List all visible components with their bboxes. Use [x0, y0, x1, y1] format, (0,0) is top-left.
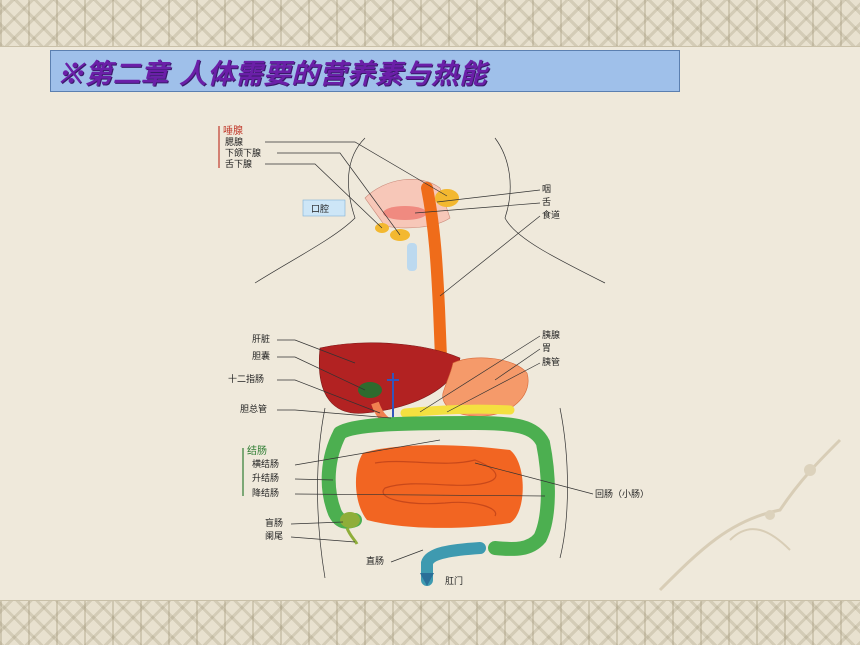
slide-title: ※第二章 人体需要的营养素与热能: [57, 58, 488, 90]
decorative-top-border: [0, 0, 860, 47]
label-appendix: 阑尾: [265, 530, 283, 542]
stomach-shape: [442, 357, 529, 417]
label-oral-cavity: 口腔: [311, 203, 329, 215]
colon-shape: [333, 415, 555, 556]
label-stomach: 胃: [542, 343, 551, 354]
leader-gallbladder: [277, 356, 366, 391]
leader-sublingual: [265, 163, 383, 229]
label-transverse-colon: 横结肠: [252, 458, 279, 470]
body-outline-left-lower: [317, 407, 326, 579]
leader-tongue: [414, 202, 541, 214]
label-rectum: 直肠: [366, 555, 384, 567]
label-duodenum: 十二指肠: [228, 373, 264, 385]
oral-cavity-box: [302, 199, 346, 217]
anus-shape: [420, 573, 434, 586]
label-cecum: 盲肠: [265, 517, 283, 529]
label-tongue: 舌: [542, 197, 551, 208]
label-esophagus: 食道: [542, 209, 560, 221]
pancreas-shape: [400, 404, 515, 418]
label-submandibular: 下颌下腺: [225, 147, 261, 159]
leader-pancreatic-duct: [446, 362, 541, 413]
body-outline-right-lower: [559, 407, 568, 559]
parotid-gland: [435, 189, 459, 207]
small-intestine-shape: [355, 445, 523, 528]
leader-esophagus: [439, 215, 541, 297]
leader-parotid: [265, 141, 448, 197]
label-parotid: 腮腺: [225, 136, 243, 148]
label-anus: 肛门: [445, 575, 463, 587]
label-colon: 结肠: [247, 444, 267, 457]
label-ileum: 回肠（小肠）: [595, 489, 649, 500]
label-sublingual: 舌下腺: [225, 158, 252, 170]
leader-transverse-colon: [294, 439, 441, 466]
body-outline-right: [494, 137, 606, 284]
leader-pancreas: [419, 335, 541, 413]
leader-duodenum: [277, 379, 381, 414]
leader-liver: [277, 339, 356, 364]
trachea: [407, 243, 417, 271]
leader-ascending-colon: [294, 478, 334, 481]
label-gallbladder: 胆囊: [252, 350, 270, 362]
label-pancreas: 胰腺: [542, 329, 560, 341]
ascending-colon-shape: [321, 426, 362, 529]
tongue-shape: [383, 206, 427, 220]
decorative-bottom-border: [0, 600, 860, 645]
liver-shape: [318, 342, 461, 414]
leader-stomach: [494, 348, 541, 381]
gallbladder-shape: [358, 382, 382, 398]
label-ascending-colon: 升结肠: [252, 472, 279, 484]
label-pharynx: 咽: [542, 184, 551, 195]
label-salivary: 唾腺: [223, 124, 243, 137]
leader-cecum: [290, 521, 344, 525]
slide-title-bar: ※第二章 人体需要的营养素与热能: [50, 50, 680, 92]
leader-submandibular: [277, 152, 401, 236]
label-pancreatic-duct: 胰管: [542, 356, 560, 368]
leader-appendix: [290, 536, 356, 543]
digestive-system-diagram: 口腔 唾腺 腮腺 下颌下腺 舌下腺 肝脏 胆囊 十二指肠 胆总管 结: [218, 124, 649, 587]
intestine-folds: [374, 459, 497, 517]
background-ornament: [658, 438, 842, 592]
label-liver: 肝脏: [252, 333, 270, 345]
appendix-shape: [345, 527, 359, 545]
cecum-shape: [340, 512, 360, 528]
leader-ileum: [474, 462, 594, 495]
body-outline-left: [254, 137, 366, 284]
leader-descending-colon: [294, 493, 546, 497]
label-descending-colon: 降结肠: [252, 487, 279, 499]
leader-rectum: [390, 549, 424, 563]
label-bile-duct: 胆总管: [240, 403, 267, 415]
leader-bile-duct: [277, 409, 392, 419]
rectum-shape: [421, 542, 486, 586]
leader-pharynx: [436, 189, 541, 203]
